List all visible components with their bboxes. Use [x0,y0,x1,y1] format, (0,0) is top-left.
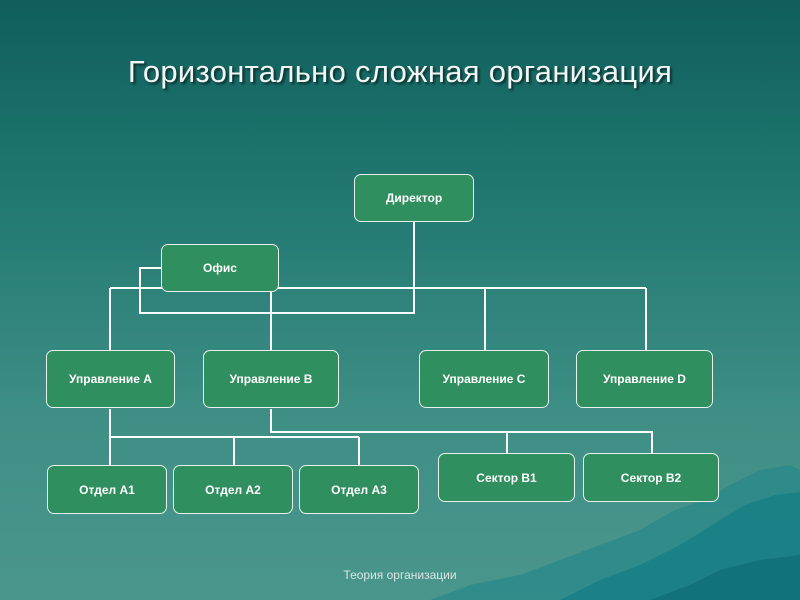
node-sector-b1: Сектор B1 [438,453,575,502]
node-sector-b1-label: Сектор B1 [476,470,537,485]
node-sector-b2: Сектор B2 [583,453,719,502]
node-dept-a: Управление A [46,350,175,408]
node-office-label: Офис [203,261,237,275]
node-unit-a1-label: Отдел A1 [79,482,135,497]
node-dept-a-label: Управление A [69,372,152,386]
connector-office-loop [139,267,415,314]
node-dept-b: Управление B [203,350,339,408]
page-title: Горизонтально сложная организация [127,54,673,89]
connector-dept-b-horizontal [270,409,653,453]
node-dept-d-label: Управление D [603,372,686,386]
node-director: Директор [354,174,474,222]
node-unit-a2-label: Отдел A2 [205,482,261,497]
footer-caption: Теория организации [343,568,457,582]
node-dept-c-label: Управление C [442,372,526,386]
node-dept-c: Управление C [419,350,549,408]
node-unit-a3: Отдел A3 [299,465,419,514]
node-office: Офис [161,244,279,292]
node-dept-b-label: Управление B [229,372,313,386]
node-unit-a1: Отдел A1 [47,465,167,514]
node-dept-d: Управление D [576,350,713,408]
node-sector-b2-label: Сектор B2 [620,470,682,485]
node-unit-a3-label: Отдел A3 [331,482,387,497]
node-unit-a2: Отдел A2 [173,465,293,514]
node-director-label: Директор [385,191,443,205]
